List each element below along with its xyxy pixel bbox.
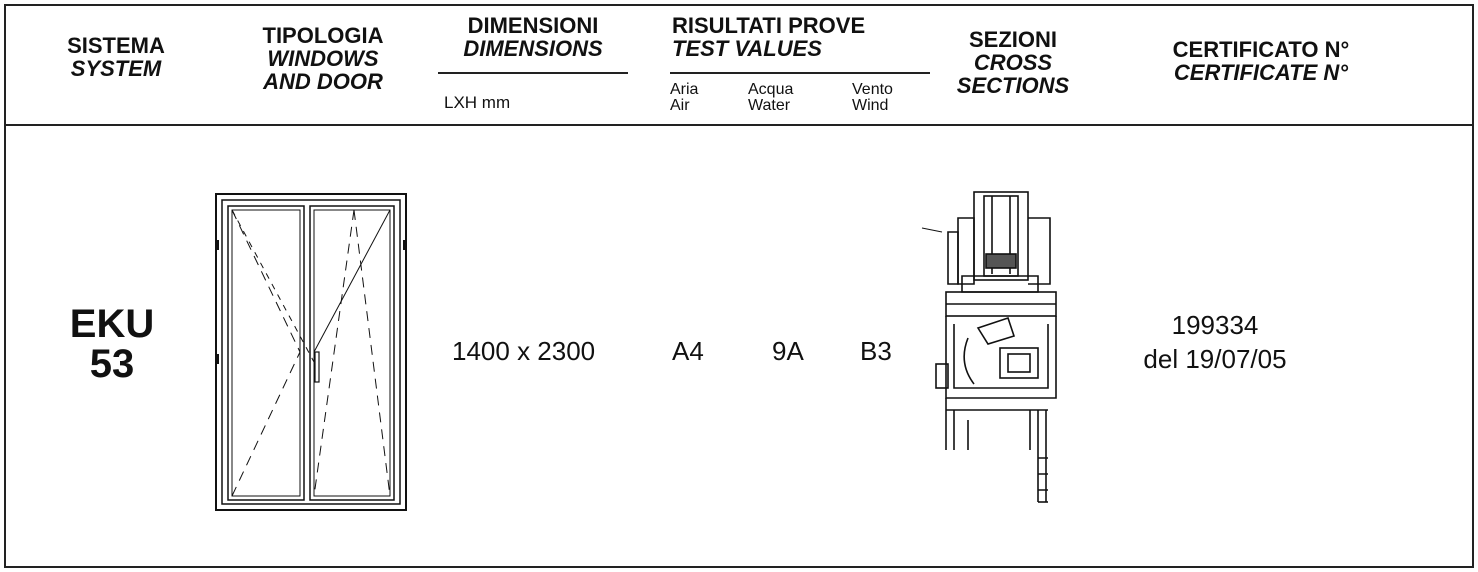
dimensions-underline	[438, 72, 628, 74]
header-typology-en2: AND DOOR	[263, 69, 383, 95]
header-test-wind-en: Wind	[852, 97, 889, 114]
certificate-number: 199334	[1171, 310, 1259, 340]
header-test-water-en: Water	[748, 97, 791, 114]
wind-value: B3	[860, 336, 892, 366]
header-certificate: CERTIFICATO N° CERTIFICATE N°	[1146, 38, 1376, 84]
header-typology: TIPOLOGIA WINDOWS AND DOOR	[228, 24, 418, 93]
water-value: 9A	[772, 336, 804, 366]
header-dimensions-it: DIMENSIONI	[467, 13, 599, 38]
system-name-line1: EKU	[69, 302, 155, 346]
header-sections: SEZIONI CROSS SECTIONS	[938, 28, 1088, 97]
test-underline	[670, 72, 930, 74]
header-test-air-en: Air	[670, 97, 690, 114]
header-certificate-en: CERTIFICATE N°	[1173, 60, 1349, 86]
certificate-date: del 19/07/05	[1143, 344, 1287, 374]
header-test-water-it: Acqua	[748, 81, 794, 98]
header-system-en: SYSTEM	[70, 56, 162, 82]
header-test-wind: Vento Wind	[852, 82, 922, 114]
header-system-it: SISTEMA	[67, 33, 165, 58]
header-dimensions-en: DIMENSIONS	[463, 36, 603, 62]
header-test-en: TEST VALUES	[672, 36, 822, 62]
header-system: SISTEMA SYSTEM	[46, 34, 186, 80]
air-value: A4	[672, 336, 704, 366]
system-name: EKU 53	[52, 304, 172, 384]
header-sections-en1: CROSS	[973, 50, 1053, 76]
header-sections-en2: SECTIONS	[956, 73, 1070, 99]
system-name-line2: 53	[89, 342, 135, 386]
header-test-water: Acqua Water	[748, 82, 818, 114]
header-dimensions-unit: LXH mm	[444, 93, 511, 112]
header-test: RISULTATI PROVE TEST VALUES	[672, 14, 902, 60]
header-sections-it: SEZIONI	[968, 27, 1057, 52]
cross-section-drawing	[921, 191, 1057, 503]
header-typology-en1: WINDOWS	[267, 46, 379, 72]
dimensions-value: 1400 x 2300	[452, 336, 596, 366]
datasheet-table: SISTEMA SYSTEM TIPOLOGIA WINDOWS AND DOO…	[4, 4, 1474, 568]
header-test-wind-it: Vento	[852, 81, 893, 98]
header-typology-it: TIPOLOGIA	[262, 23, 384, 48]
header-certificate-it: CERTIFICATO N°	[1172, 37, 1350, 62]
header-test-it: RISULTATI PROVE	[672, 13, 866, 38]
header-test-air: Aria Air	[670, 82, 720, 114]
window-door-drawing	[215, 193, 407, 511]
header-dimensions: DIMENSIONI DIMENSIONS	[438, 14, 628, 60]
header-test-air-it: Aria	[670, 81, 699, 98]
header-divider	[6, 124, 1472, 126]
